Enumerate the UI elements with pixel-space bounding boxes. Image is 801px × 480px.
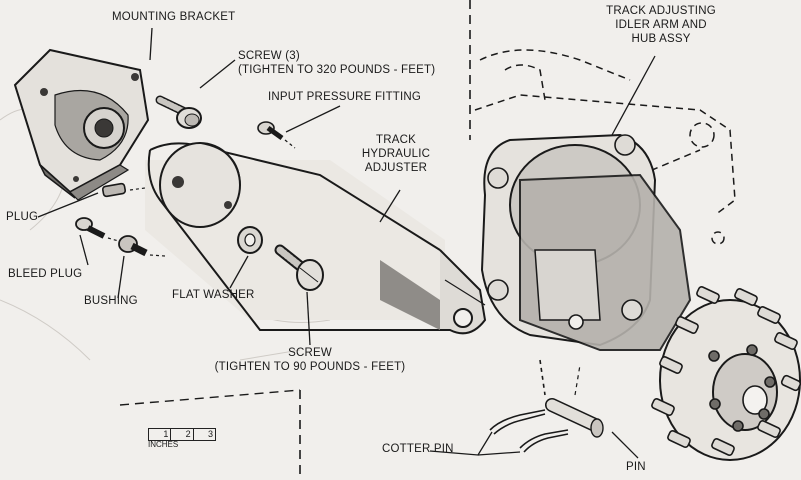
screw-bottom (274, 244, 324, 291)
label-pin: PIN (626, 461, 646, 473)
label-screw-bottom-line1: SCREW (288, 347, 332, 359)
label-screw-bottom-line2: (TIGHTEN TO 90 POUNDS - FEET) (214, 361, 406, 373)
label-input-pressure-fitting: INPUT PRESSURE FITTING (268, 91, 422, 103)
wheel-studs (651, 286, 801, 456)
ghost-frame (474, 49, 736, 245)
track-hydraulic-adjuster (145, 142, 487, 335)
cotter-pins (489, 359, 569, 453)
plug-part (101, 182, 146, 198)
scale-tick-1: 1 (149, 429, 172, 440)
label-track-adjusting-line2: IDLER ARM AND (615, 19, 707, 31)
pin-part (545, 364, 604, 438)
label-mounting-bracket: MOUNTING BRACKET (112, 11, 236, 23)
mounting-bracket (13, 48, 150, 201)
leader-lines (37, 27, 656, 459)
flat-washer-part (237, 226, 263, 254)
input-pressure-fitting (257, 121, 296, 149)
screw-top (155, 95, 202, 129)
label-screw-top-line2: (TIGHTEN TO 320 POUNDS - FEET) (238, 64, 436, 76)
label-track-hydraulic-line2: HYDRAULIC (361, 148, 431, 160)
idler-arm-hub-assembly (480, 133, 801, 461)
label-flat-washer: FLAT WASHER (172, 289, 255, 301)
label-screw-top-line1: SCREW (3) (238, 50, 300, 62)
scale-tick-3: 3 (207, 429, 213, 439)
label-track-adjusting-line3: HUB ASSY (631, 33, 691, 45)
label-track-hydraulic-line3: ADJUSTER (364, 162, 428, 174)
scale-units: INCHES (148, 440, 179, 449)
label-track-hydraulic-line1: TRACK (376, 134, 416, 146)
label-plug: PLUG (6, 211, 39, 223)
label-bleed-plug: BLEED PLUG (8, 268, 83, 280)
lower-horizontal-dashed (119, 389, 301, 406)
scale-tick-2: 2 (171, 429, 194, 440)
scale-bar: 1 2 3 INCHES (148, 428, 216, 449)
label-bushing: BUSHING (84, 295, 138, 307)
label-cotter-pin: COTTER PIN (382, 443, 454, 455)
bushing-part (118, 235, 166, 257)
scale-bar-ticks: 1 2 3 (148, 428, 216, 441)
bleed-plug-part (75, 217, 123, 243)
label-track-adjusting-line1: TRACK ADJUSTING (606, 5, 716, 17)
